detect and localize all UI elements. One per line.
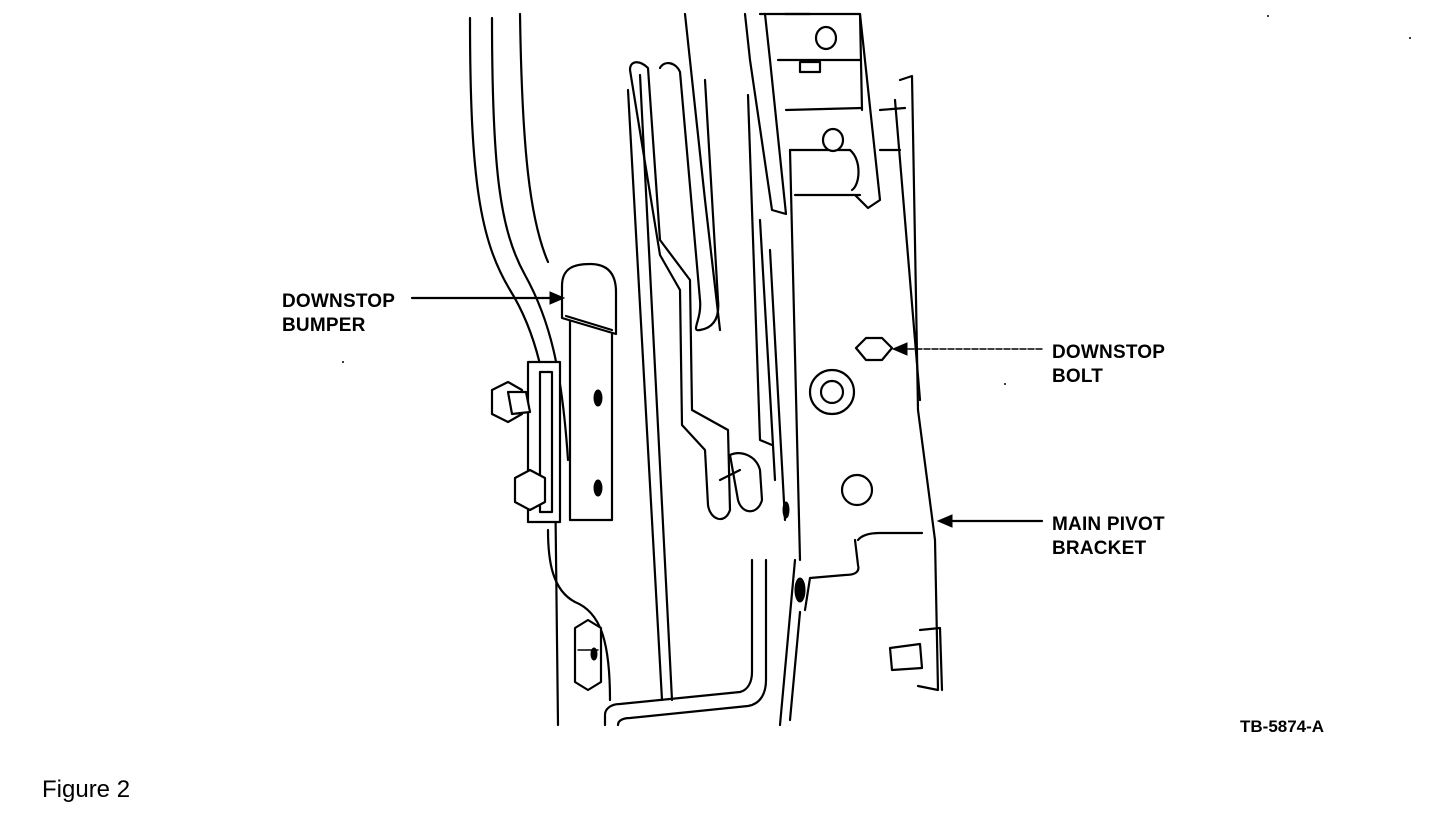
scan-specks (342, 15, 1411, 385)
reference-code: TB-5874-A (1240, 717, 1325, 736)
main-pivot-bracket-label: MAIN PIVOT BRACKET (1052, 513, 1165, 561)
figure-caption: Figure 2 (42, 776, 131, 803)
downstop-bumper-part (560, 262, 618, 522)
downstop-bolt-label-line2: BOLT (1052, 366, 1104, 387)
downstop-bumper-label-line1: DOWNSTOP (282, 291, 396, 312)
main-pivot-bracket-part (746, 74, 944, 727)
downstop-bumper-label: DOWNSTOP BUMPER (282, 290, 395, 338)
downstop-bumper-label-line2: BUMPER (282, 315, 366, 336)
upper-bracket (743, 12, 907, 216)
bumper-mount (490, 360, 603, 692)
downstop-bolt-label-line1: DOWNSTOP (1052, 342, 1166, 363)
leader-lines (410, 291, 1044, 528)
linkage-arms (626, 12, 764, 702)
main-pivot-bracket-label-line1: MAIN PIVOT (1052, 514, 1165, 535)
lower-rod (603, 558, 768, 727)
main-pivot-bracket-label-line2: BRACKET (1052, 538, 1147, 559)
downstop-bolt-label: DOWNSTOP BOLT (1052, 341, 1165, 389)
